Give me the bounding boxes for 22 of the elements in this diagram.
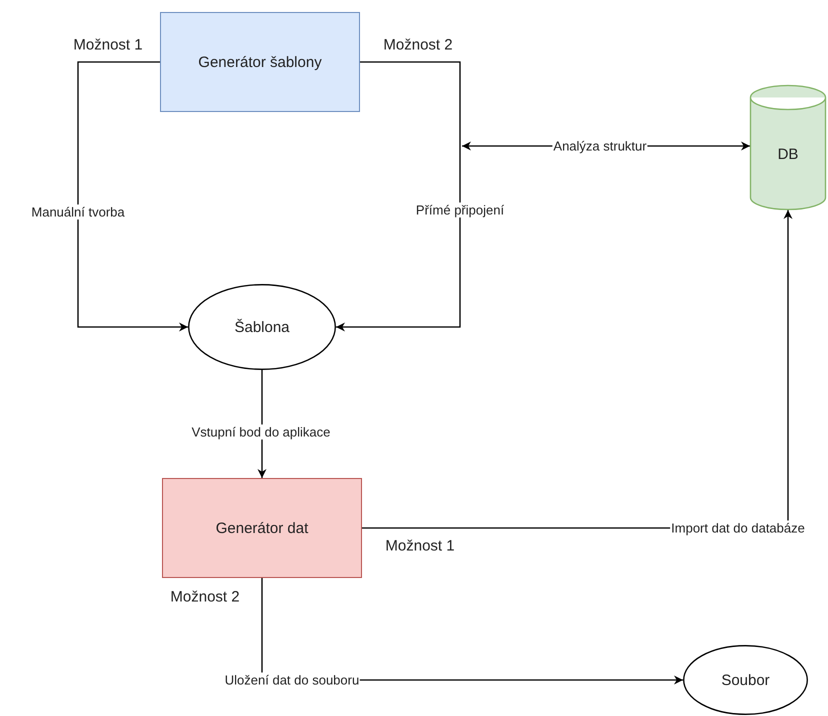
node-label: Generátor šablony bbox=[198, 54, 322, 70]
edge-label: Analýza struktur bbox=[552, 138, 648, 154]
process-box bbox=[160, 12, 360, 112]
database-cylinder bbox=[750, 85, 826, 210]
option-label: Možnost 2 bbox=[170, 588, 240, 606]
node-label: Soubor bbox=[721, 672, 770, 688]
arrow bbox=[336, 61, 461, 332]
option-label: Možnost 1 bbox=[73, 36, 143, 54]
edge-label: Manuální tvorba bbox=[30, 204, 126, 220]
option-label: Možnost 2 bbox=[383, 36, 453, 54]
edge-label: Přímé připojení bbox=[414, 202, 506, 218]
option-label: Možnost 1 bbox=[385, 538, 455, 554]
ellipse-node bbox=[188, 284, 336, 370]
node-label: Šablona bbox=[234, 318, 290, 336]
edge-label: Vstupní bod do aplikace bbox=[190, 424, 332, 440]
process-box bbox=[162, 478, 362, 578]
ellipse-node bbox=[683, 645, 808, 715]
node-label: Generátor dat bbox=[216, 520, 308, 536]
arrow bbox=[77, 61, 188, 332]
edge-label: Uložení dat do souboru bbox=[224, 672, 360, 688]
edge-label: Import dat do databáze bbox=[670, 520, 806, 536]
node-label: DB bbox=[778, 146, 798, 163]
